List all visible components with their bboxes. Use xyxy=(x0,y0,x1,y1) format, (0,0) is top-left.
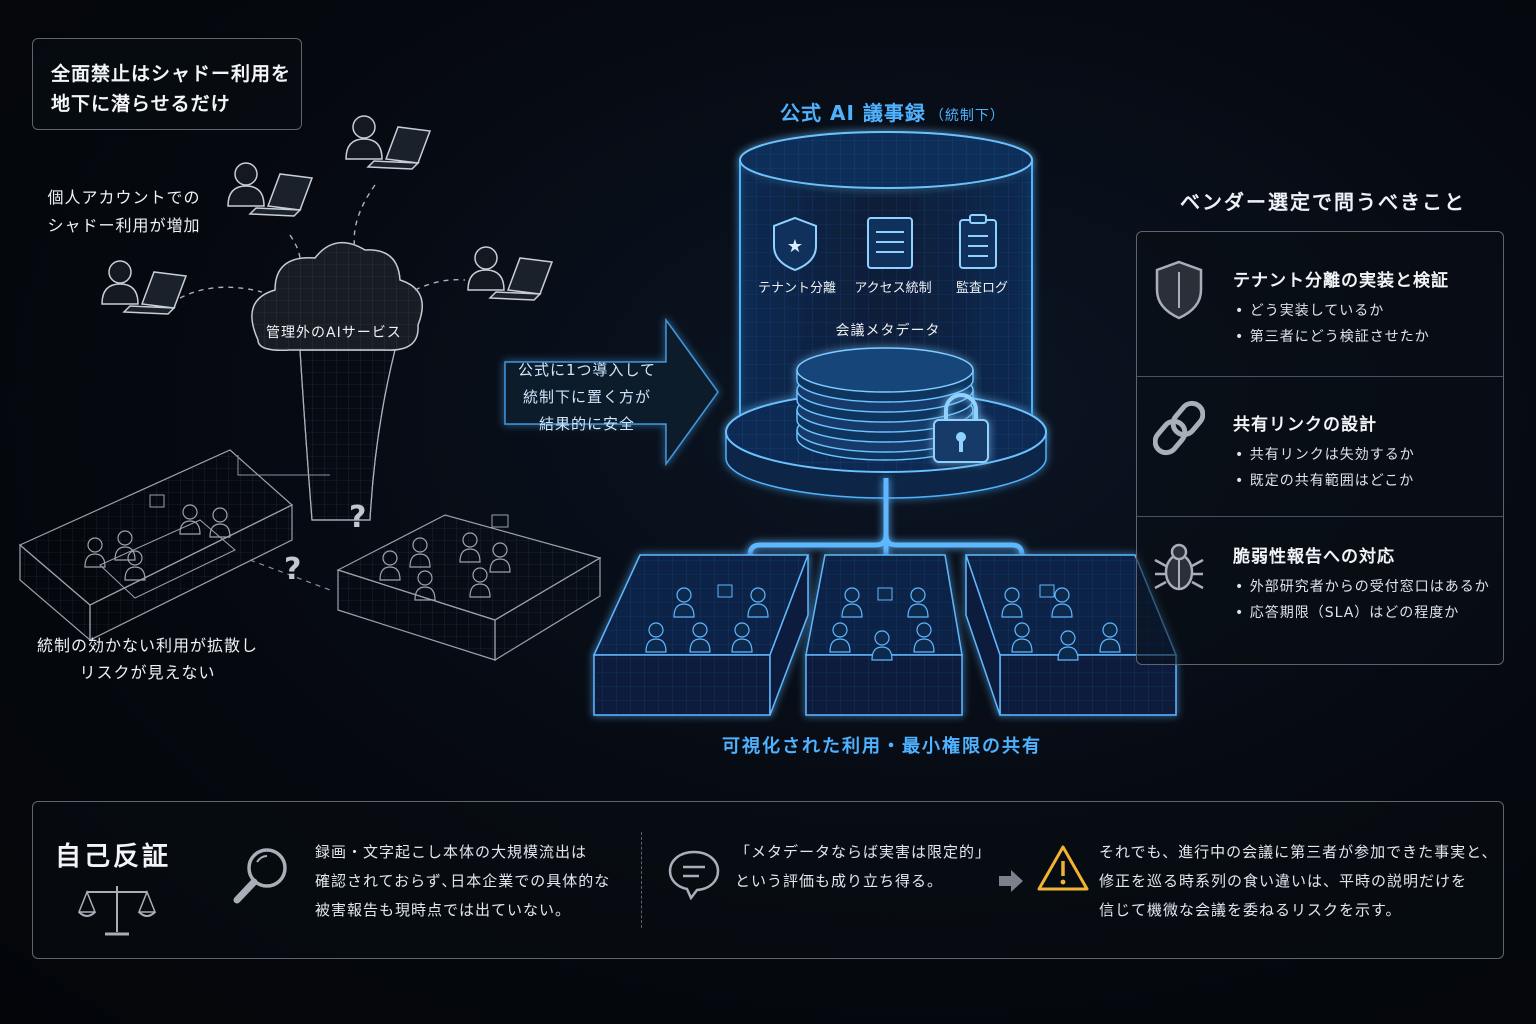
risk-caption: 統制の効かない利用が拡散し リスクが見えない xyxy=(30,632,265,686)
vendor-section-link: 共有リンクの設計 • 共有リンクは失効するか • 既定の共有範囲はどこか xyxy=(1137,376,1503,516)
vendor-section-tenant-title: テナント分離の実装と検証 xyxy=(1233,271,1449,291)
room-people xyxy=(645,584,1121,661)
shadow-cloud-illustration xyxy=(101,115,553,521)
vendor-section-link-bullet-2: • 既定の共有範囲はどこか xyxy=(1235,473,1415,489)
reflection-block-1-line1: 録画・文字起こし本体の大規模流出は xyxy=(315,843,588,861)
reflection-block-1-line3: 被害報告も現時点では出ていない。 xyxy=(315,901,572,919)
official-ai-title: 公式 AI 議事録（統制下） xyxy=(780,97,1030,126)
vendor-section-link-bullet-1: • 共有リンクは失効するか xyxy=(1235,447,1415,463)
scales-icon xyxy=(77,886,157,936)
ban-banner: 全面禁止はシャドー利用を 地下に潜らせるだけ xyxy=(32,38,302,130)
shield-icon xyxy=(1155,260,1203,320)
bottom-caption: 可視化された利用・最小権限の共有 xyxy=(722,736,1042,757)
chain-link-icon xyxy=(1153,400,1205,456)
reflection-block-1: 録画・文字起こし本体の大規模流出は 確認されておらず､日本企業での具体的な 被害… xyxy=(315,838,610,925)
cloud-label: 管理外のAIサービス xyxy=(266,325,402,341)
vendor-section-link-title: 共有リンクの設計 xyxy=(1233,415,1377,435)
risk-line1: 統制の効かない利用が拡散し xyxy=(36,636,258,655)
lock-icon xyxy=(933,393,989,463)
reflection-block-2-line2: という評価も成り立ち得る。 xyxy=(735,872,944,890)
feature-label-audit: 監査ログ xyxy=(955,281,1008,296)
svg-text:★: ★ xyxy=(787,236,803,257)
question-mark-2: ? xyxy=(284,552,302,587)
ban-banner-line2: 地下に潜らせるだけ xyxy=(51,93,231,115)
reflection-block-3-line3: 信じて機微な会議を委ねるリスクを示す。 xyxy=(1099,901,1402,919)
vendor-section-tenant: テナント分離の実装と検証 • どう実装しているか • 第三者にどう検証させたか xyxy=(1137,232,1503,376)
shadow-use-caption: 個人アカウントでの シャドー利用が増加 xyxy=(44,184,204,240)
self-reflection-panel: 自己反証 録画・文字起こし本体の大規模流出は 確認されておらず､日本企業での具体… xyxy=(32,801,1504,959)
magnifier-icon xyxy=(233,848,287,904)
reflection-block-1-line2: 確認されておらず､日本企業での具体的な xyxy=(315,872,611,890)
arrow-right-icon xyxy=(999,870,1023,892)
reflection-block-3-line2: 修正を巡る時系列の食い違いは、平時の説明だけを xyxy=(1099,872,1468,890)
arrow-line1: 公式に1つ導入して xyxy=(517,361,657,379)
reflection-block-3-line1: それでも、進行中の会議に第三者が参加できた事実と、 xyxy=(1099,843,1498,861)
arrow-caption: 公式に1つ導入して 統制下に置く方が 結果的に安全 xyxy=(512,357,662,438)
warning-icon xyxy=(1037,845,1089,891)
official-ai-title-main: 公式 AI 議事録 xyxy=(780,101,926,125)
controlled-rooms xyxy=(592,554,1178,716)
control-arrow xyxy=(504,317,719,467)
speech-bubble-icon xyxy=(668,850,720,900)
official-ai-title-sub: （統制下） xyxy=(929,108,1005,124)
risk-line2: リスクが見えない xyxy=(79,663,216,682)
shadow-use-line1: 個人アカウントでの xyxy=(47,188,201,207)
arrow-line3: 結果的に安全 xyxy=(538,415,635,433)
question-mark-1: ? xyxy=(349,500,367,535)
feature-label-tenant: テナント分離 xyxy=(757,281,836,296)
audit-clipboard-icon xyxy=(959,214,997,269)
arrow-line2: 統制下に置く方が xyxy=(522,388,651,406)
reflection-block-3: それでも、進行中の会議に第三者が参加できた事実と、 修正を巡る時系列の食い違いは… xyxy=(1099,838,1498,925)
vendor-section-tenant-bullet-1: • どう実装しているか xyxy=(1235,303,1385,319)
vendor-divider-2 xyxy=(1137,516,1503,517)
ban-banner-line1: 全面禁止はシャドー利用を xyxy=(51,63,292,85)
vendor-section-tenant-bullet-2: • 第三者にどう検証させたか xyxy=(1235,329,1430,345)
reflection-block-2: 「メタデータならば実害は限定的」 という評価も成り立ち得る。 xyxy=(735,838,991,896)
bug-icon xyxy=(1154,543,1204,591)
vendor-section-vuln: 脆弱性報告への対応 • 外部研究者からの受付窓口はあるか • 応答期限（SLA）… xyxy=(1137,516,1503,664)
feature-label-access: アクセス統制 xyxy=(854,281,932,296)
shadow-use-line2: シャドー利用が増加 xyxy=(47,216,201,235)
self-reflection-heading: 自己反証 xyxy=(55,842,172,872)
vendor-section-vuln-bullet-1: • 外部研究者からの受付窓口はあるか xyxy=(1235,579,1490,595)
shield-star-icon: ★ xyxy=(773,216,817,272)
reflection-block-2-line1: 「メタデータならば実害は限定的」 xyxy=(735,843,992,861)
vendor-heading: ベンダー選定で問うべきこと xyxy=(1180,190,1466,214)
metadata-label: 会議メタデータ xyxy=(835,323,941,339)
document-icon xyxy=(867,217,913,269)
reflection-divider xyxy=(641,832,642,928)
vendor-section-vuln-title: 脆弱性報告への対応 xyxy=(1233,547,1395,567)
vendor-divider-1 xyxy=(1137,376,1503,377)
vendor-section-vuln-bullet-2: • 応答期限（SLA）はどの程度か xyxy=(1235,605,1460,621)
uncontrolled-rooms xyxy=(18,449,602,662)
vendor-panel: テナント分離の実装と検証 • どう実装しているか • 第三者にどう検証させたか … xyxy=(1136,231,1504,665)
